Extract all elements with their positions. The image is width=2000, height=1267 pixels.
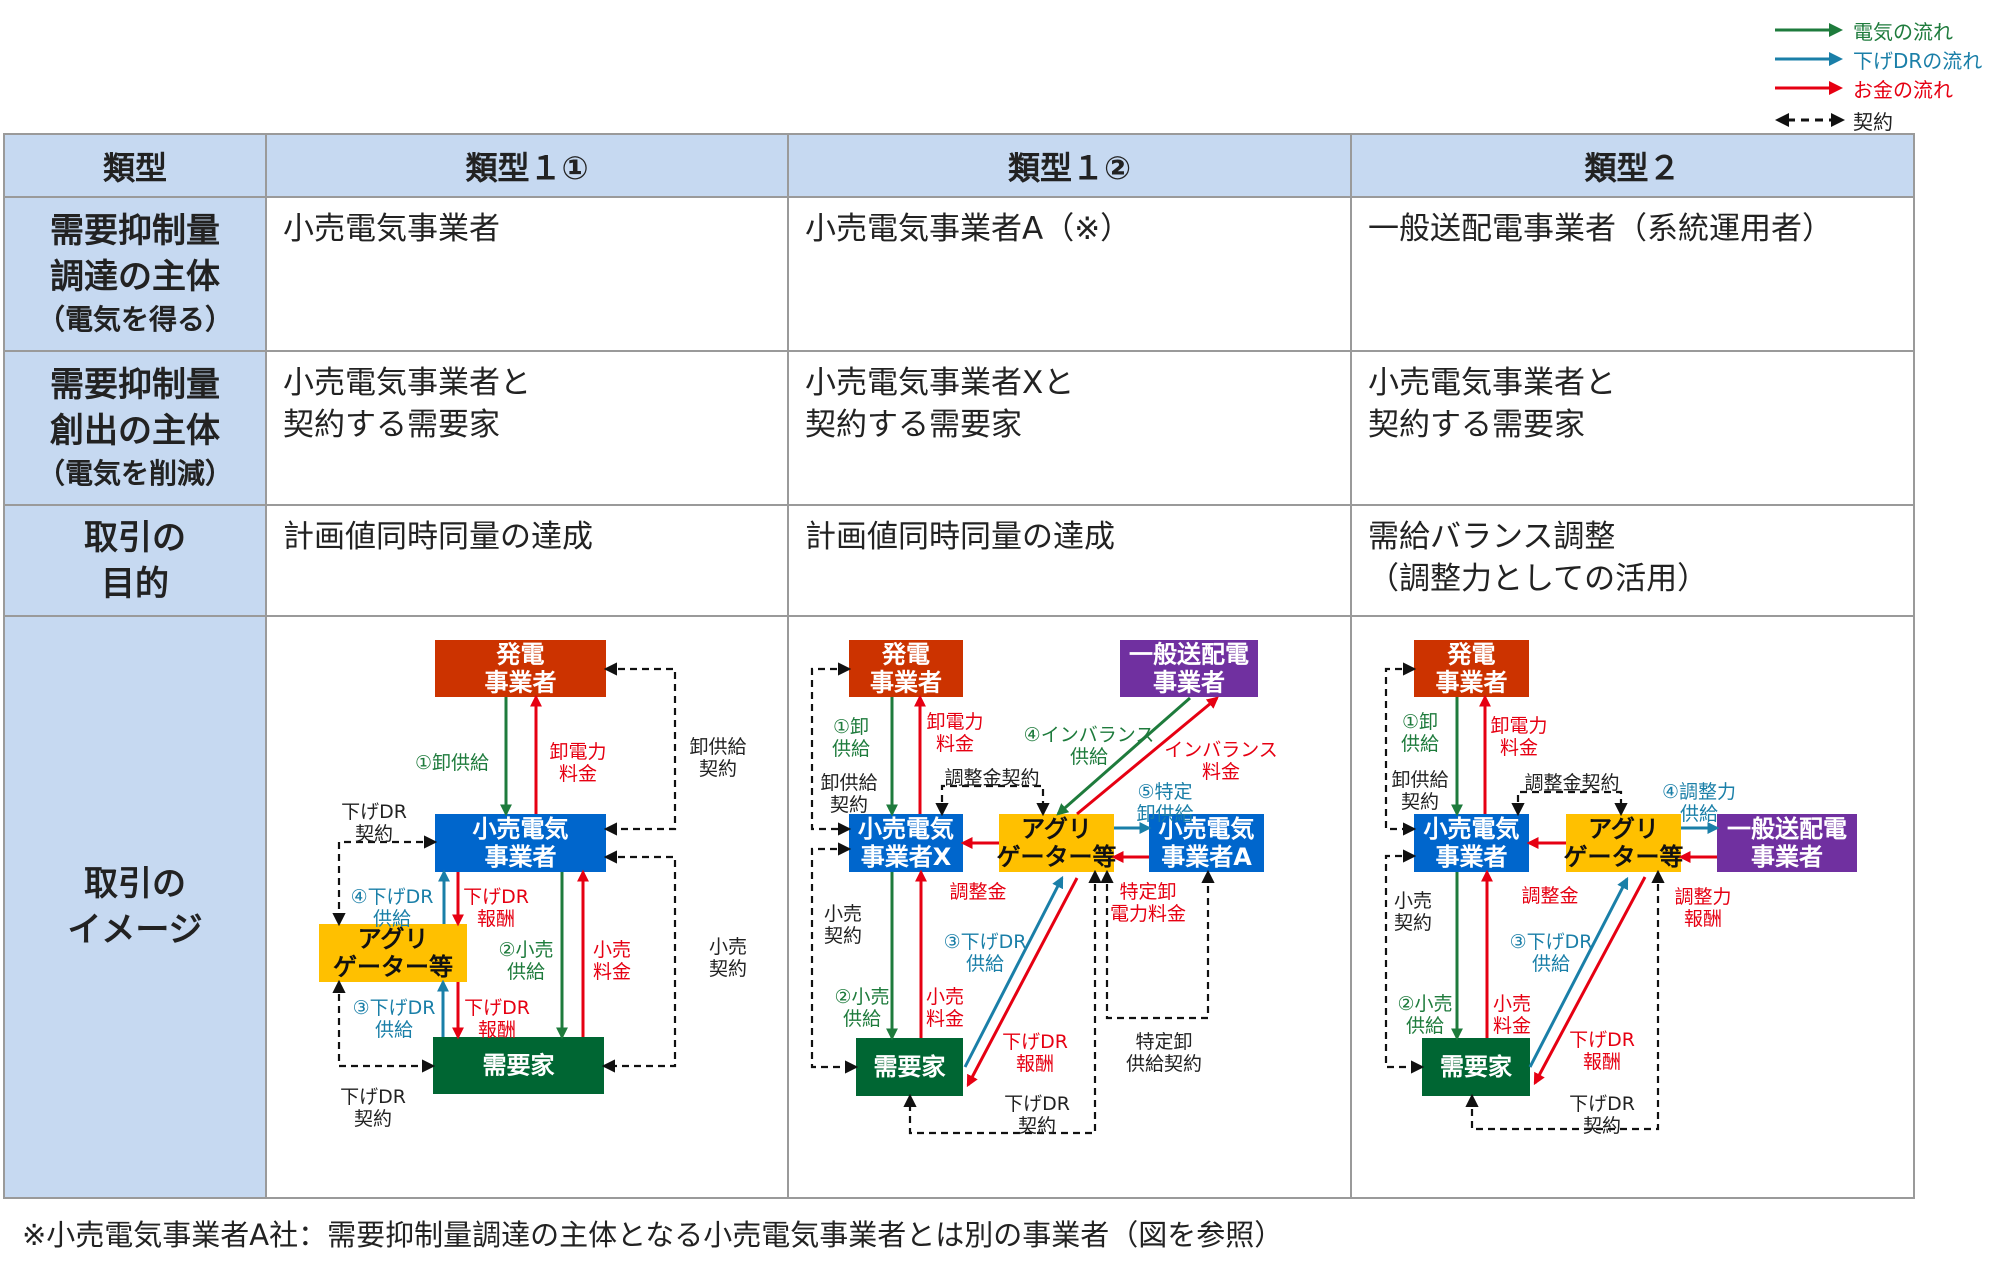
cell-purpose-type1-2: 計画値同時同量の達成 xyxy=(789,506,1352,617)
cell-text: 小売電気事業者A（※） xyxy=(805,211,1132,247)
row-header-procurement: 需要抑制量 調達の主体 （電気を得る） xyxy=(5,198,267,352)
footnote: ※小売電気事業者A社：需要抑制量調達の主体となる小売電気事業者とは別の事業者（図… xyxy=(22,1218,1284,1252)
cell-text: 一般送配電事業者（系統運用者） xyxy=(1368,211,1833,247)
header-type: 類型 xyxy=(5,135,267,198)
row-header-line: 目的 xyxy=(101,563,169,604)
legend-money-label: お金の流れ xyxy=(1853,77,1953,102)
legend-contract-label: 契約 xyxy=(1853,109,1893,134)
row-header-line: （電気を削減） xyxy=(36,457,233,490)
legend-electricity-label: 電気の流れ xyxy=(1853,19,1953,44)
cell-text: 計画値同時同量の達成 xyxy=(805,519,1115,555)
cell-image-type1-2 xyxy=(789,617,1352,1199)
cell-purpose-type1-1: 計画値同時同量の達成 xyxy=(267,506,789,617)
dashed-double-arrow-icon xyxy=(1775,113,1845,127)
row-header-line: イメージ xyxy=(67,910,203,950)
cell-procurement-type2: 一般送配電事業者（系統運用者） xyxy=(1352,198,1915,352)
cell-text: 契約する需要家 xyxy=(283,407,500,443)
row-header-line: 取引の xyxy=(84,517,186,558)
cell-image-type2 xyxy=(1352,617,1915,1199)
comparison-table: 類型 類型１① 類型１② 類型２ 需要抑制量 調達の主体 （電気を得る） 小売電… xyxy=(3,133,1915,1199)
row-header-line: 需要抑制量 xyxy=(50,211,220,251)
cell-text: 需給バランス調整 xyxy=(1368,519,1616,555)
green-arrow-icon xyxy=(1775,23,1843,37)
cell-creation-type1-2: 小売電気事業者Xと契約する需要家 xyxy=(789,352,1352,506)
header-type1-1: 類型１① xyxy=(267,135,789,198)
cell-text: 契約する需要家 xyxy=(1368,407,1585,443)
legend-dr-label: 下げDRの流れ xyxy=(1853,48,1983,73)
legend-electricity: 電気の流れ xyxy=(1775,16,1953,44)
row-header-line: 調達の主体 xyxy=(50,257,220,297)
cell-image-type1-1 xyxy=(267,617,789,1199)
blue-arrow-icon xyxy=(1775,52,1843,66)
cell-procurement-type1-2: 小売電気事業者A（※） xyxy=(789,198,1352,352)
row-header-line: 創出の主体 xyxy=(50,411,220,451)
cell-text: （調整力としての活用） xyxy=(1368,561,1709,597)
cell-text: 小売電気事業者Xと xyxy=(805,365,1075,401)
cell-procurement-type1-1: 小売電気事業者 xyxy=(267,198,789,352)
cell-creation-type2: 小売電気事業者と契約する需要家 xyxy=(1352,352,1915,506)
cell-text: 計画値同時同量の達成 xyxy=(283,519,593,555)
cell-purpose-type2: 需給バランス調整 （調整力としての活用） xyxy=(1352,506,1915,617)
cell-text: 小売電気事業者 xyxy=(283,211,500,247)
row-header-creation: 需要抑制量 創出の主体 （電気を削減） xyxy=(5,352,267,506)
header-type2: 類型２ xyxy=(1352,135,1915,198)
cell-text: 小売電気事業者と xyxy=(1368,365,1616,401)
cell-creation-type1-1: 小売電気事業者と契約する需要家 xyxy=(267,352,789,506)
row-header-image: 取引の イメージ xyxy=(5,617,267,1199)
row-header-line: 取引の xyxy=(84,864,186,904)
legend-dr: 下げDRの流れ xyxy=(1775,45,1982,73)
cell-text: 契約する需要家 xyxy=(805,407,1022,443)
legend-money: お金の流れ xyxy=(1775,74,1953,102)
row-header-line: 需要抑制量 xyxy=(50,365,220,405)
row-header-purpose: 取引の 目的 xyxy=(5,506,267,617)
row-header-line: （電気を得る） xyxy=(36,303,233,336)
header-type1-2: 類型１② xyxy=(789,135,1352,198)
red-arrow-icon xyxy=(1775,81,1843,95)
legend-contract: 契約 xyxy=(1775,106,1893,134)
cell-text: 小売電気事業者と xyxy=(283,365,531,401)
